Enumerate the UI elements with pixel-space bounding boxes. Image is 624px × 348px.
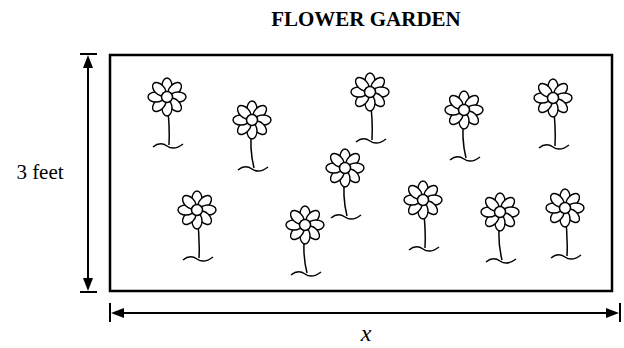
flower <box>546 189 584 259</box>
height-dimension <box>80 54 97 292</box>
diagram-title: FLOWER GARDEN <box>271 8 461 31</box>
garden-outline <box>110 55 612 291</box>
flower <box>148 78 186 148</box>
flowers <box>148 73 584 276</box>
dimension-variable: x <box>361 320 372 346</box>
flower <box>534 79 572 149</box>
flower <box>351 73 389 143</box>
dimension-label: 3 feet <box>16 161 63 184</box>
flower <box>233 101 271 171</box>
flower <box>286 206 324 276</box>
flower <box>178 191 216 261</box>
flower <box>404 181 442 251</box>
flower <box>445 91 483 161</box>
width-dimension <box>110 303 620 322</box>
flower <box>326 149 364 219</box>
flower <box>481 193 519 263</box>
